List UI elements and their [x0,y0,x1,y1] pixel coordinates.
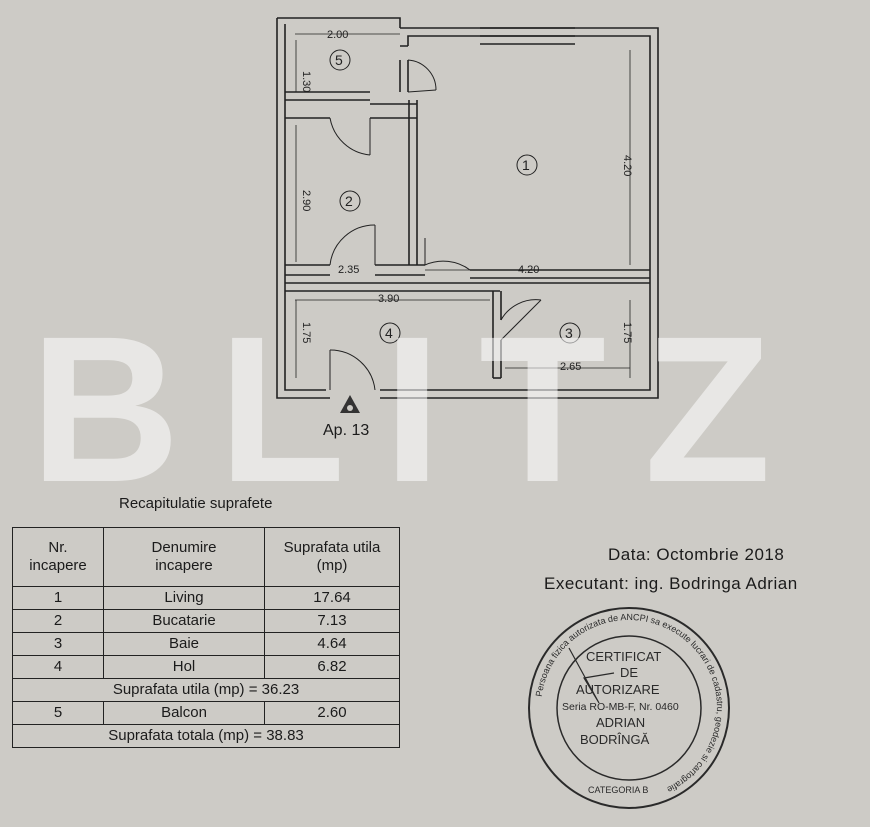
row-number: 3 [12,632,104,656]
table-header-row: Nr. incapere Denumire incapere Suprafata… [12,527,400,587]
stamp-line-5: ADRIAN [596,715,645,730]
dim-hall-width: 3.90 [378,293,399,305]
entrance-marker-icon [340,395,360,413]
dim-kitchen-width: 2.35 [338,264,359,276]
grand-total: Suprafata totala (mp) = 38.83 [12,724,400,748]
stamp-line-1: CERTIFICAT [586,649,661,664]
table-row: 1 Living 17.64 [12,586,400,610]
stamp-line-3: AUTORIZARE [576,682,660,697]
row-name: Hol [103,655,265,679]
stamp-line-2: DE [620,665,638,680]
area-summary-table: Nr. incapere Denumire incapere Suprafata… [12,527,400,748]
row-name: Baie [103,632,265,656]
floor-plan: 2.00 1.30 2.90 2.35 4.20 4.20 3.90 1.75 … [276,17,659,413]
signature-scribble [568,647,615,704]
table-row: 4 Hol 6.82 [12,655,400,679]
dim-living-width: 4.20 [518,264,539,276]
table-row: 5 Balcon 2.60 [12,701,400,725]
row-area: 7.13 [264,609,400,633]
table-title: Recapitulatie suprafete [119,495,273,512]
stamp-bottom: CATEGORIA B [588,785,648,795]
row-name: Balcon [103,701,265,725]
row-area: 6.82 [264,655,400,679]
document-date: Data: Octombrie 2018 [608,545,785,564]
dim-living-height: 4.20 [621,155,633,176]
useful-total: Suprafata utila (mp) = 36.23 [12,678,400,702]
dim-hall-height: 1.75 [300,322,312,343]
useful-total-row: Suprafata utila (mp) = 36.23 [12,678,400,702]
dim-kitchen-height: 2.90 [300,190,312,211]
header-room-name: Denumire incapere [103,527,265,587]
apartment-label: Ap. 13 [323,422,370,439]
document-executant: Executant: ing. Bodringa Adrian [544,574,798,593]
table-row: 3 Baie 4.64 [12,632,400,656]
row-area: 17.64 [264,586,400,610]
row-name: Bucatarie [103,609,265,633]
row-number: 4 [12,655,104,679]
dim-bath-height: 1.75 [621,322,633,343]
row-area: 4.64 [264,632,400,656]
room-number-hall: 4 [385,325,393,341]
stamp-line-6: BODRÎNGĂ [580,732,650,747]
row-name: Living [103,586,265,610]
row-number: 1 [12,586,104,610]
dim-balcony-width: 2.00 [327,29,348,41]
room-number-living: 1 [522,157,530,173]
dim-balcony-depth: 1.30 [300,71,312,92]
stamp-line-4: Seria RO-MB-F, Nr. 0460 [562,701,679,713]
header-useful-area: Suprafata utila (mp) [264,527,400,587]
header-room-number: Nr. incapere [12,527,104,587]
room-number-kitchen: 2 [345,193,353,209]
row-area: 2.60 [264,701,400,725]
row-number: 2 [12,609,104,633]
room-number-balcony: 5 [335,52,343,68]
dim-bath-width: 2.65 [560,361,581,373]
table-row: 2 Bucatarie 7.13 [12,609,400,633]
row-number: 5 [12,701,104,725]
grand-total-row: Suprafata totala (mp) = 38.83 [12,724,400,748]
certification-stamp: Persoana fizica autorizata de ANCPI sa e… [528,607,730,809]
room-number-bath: 3 [565,325,573,341]
